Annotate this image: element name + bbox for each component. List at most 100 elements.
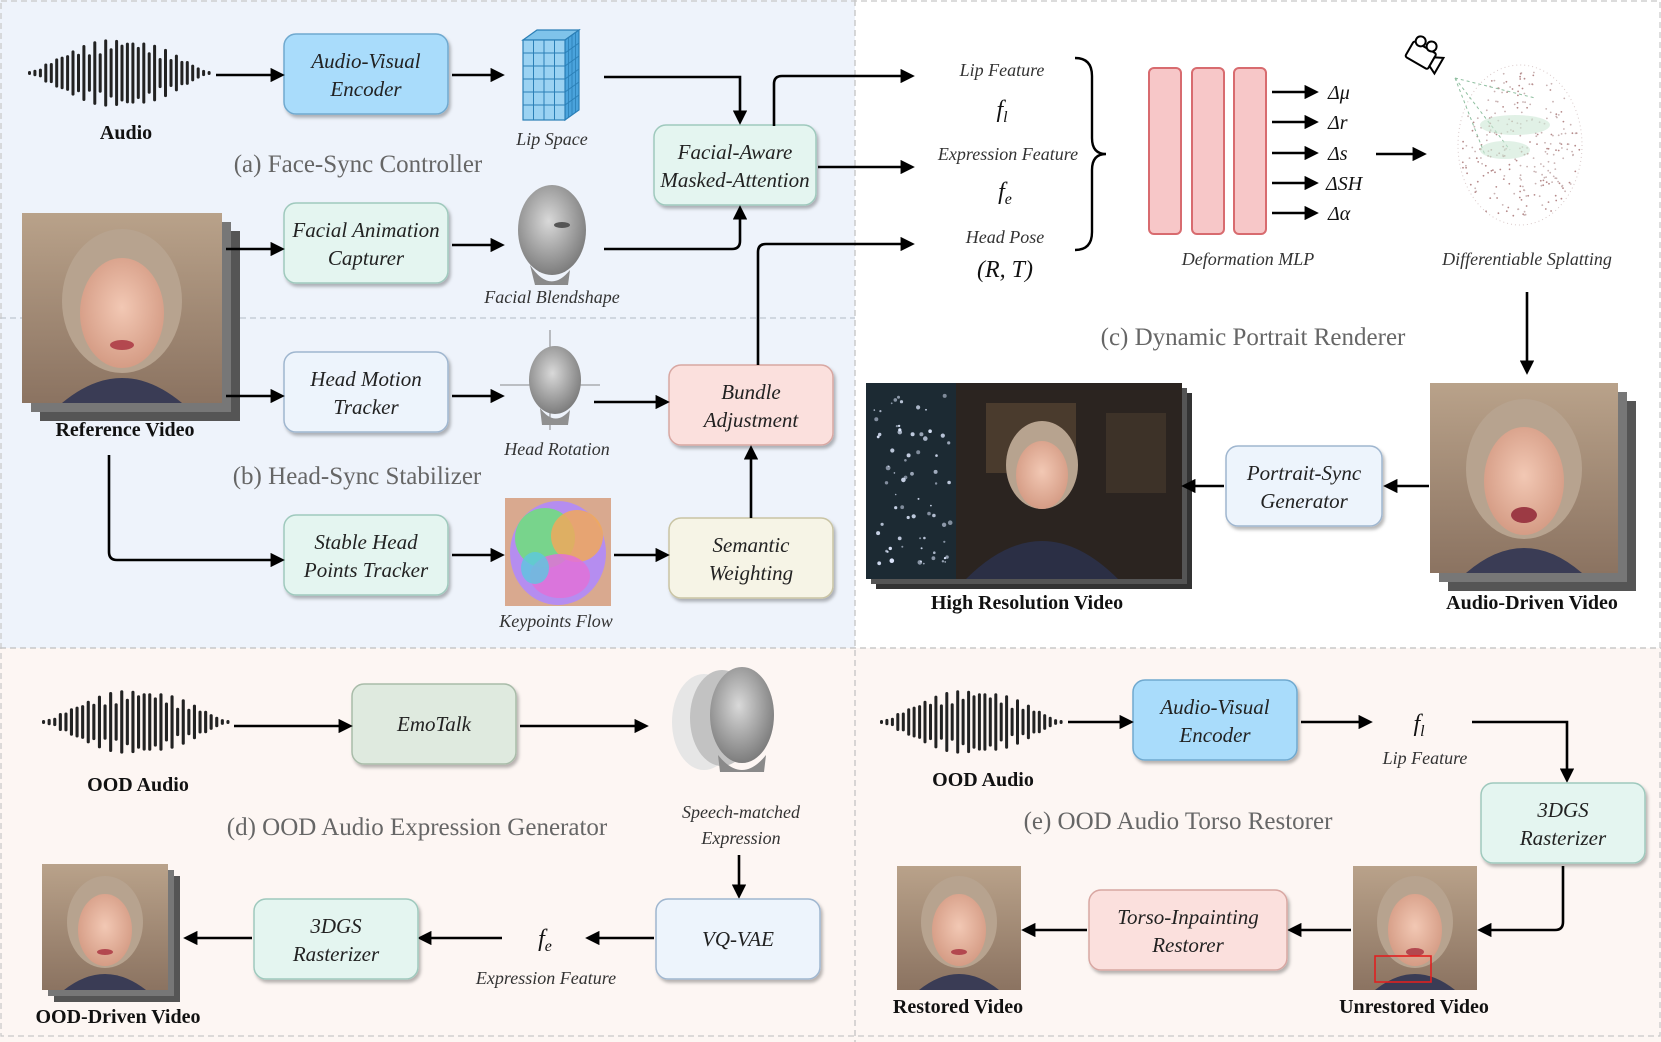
rasterizer-d-line2: Rasterizer [292,942,380,966]
delta-alpha: Δα [1327,203,1351,225]
delta-r: Δr [1327,112,1348,134]
rasterizer-d-line1: 3DGS [309,914,362,938]
bundle-adjustment-box[interactable]: Bundle Adjustment [668,364,834,446]
differentiable-splatting-icon [1404,35,1583,226]
rasterizer-e-box[interactable]: 3DGS Rasterizer [1480,782,1646,864]
stable-tracker-line1: Stable Head [314,530,418,554]
facial-capturer-line2: Capturer [328,246,405,270]
audio-visual-encoder-line2: Encoder [329,77,402,101]
high-res-video-label: High Resolution Video [931,592,1123,614]
head-tracker-line1: Head Motion [309,367,421,391]
lip-space-label: Lip Space [515,129,588,149]
unrestored-video-label: Unrestored Video [1339,996,1489,1018]
facial-capturer-line1: Facial Animation [291,218,439,242]
semantic-line1: Semantic [713,533,791,557]
emotalk-box[interactable]: EmoTalk [351,683,517,765]
ood-audio-label-d: OOD Audio [87,774,189,796]
vqvae-label: VQ-VAE [702,927,774,951]
head-pose-label: Head Pose [965,227,1044,247]
rasterizer-e-line1: 3DGS [1536,798,1589,822]
torso-restorer-line1: Torso-Inpainting [1117,905,1259,929]
semantic-weighting-box[interactable]: Semantic Weighting [668,517,834,599]
portrait-sync-line2: Generator [1260,489,1348,513]
feature-brace [1074,56,1107,252]
ood-driven-video-label: OOD-Driven Video [36,1006,201,1028]
arrows-ab [107,67,915,568]
audio-driven-video-thumbnail [1430,383,1636,591]
ood-audio-waveform-icon-e [880,690,1063,754]
f-l-symbol: fl [996,97,1008,126]
head-motion-tracker-box[interactable]: Head Motion Tracker [283,351,449,433]
head-tracker-line2: Tracker [333,395,399,419]
keypoints-flow-image [505,498,611,606]
ood-driven-video-thumbnail [42,864,180,1002]
delta-sh: ΔSH [1325,173,1364,195]
f-e-symbol: fe [998,179,1012,208]
head-rotation-label: Head Rotation [503,439,610,459]
semantic-line2: Weighting [709,561,793,585]
f-e-symbol-d: fe [538,926,552,955]
audio-visual-encoder-line1: Audio-Visual [309,49,420,73]
speech-matched-line1: Speech-matched [682,802,801,822]
lip-feature-label-e: Lip Feature [1382,748,1468,768]
section-d-title: (d) OOD Audio Expression Generator [227,814,608,841]
torso-mask-box [1374,955,1432,983]
delta-mu: Δμ [1327,82,1350,104]
audio-label: Audio [100,122,152,144]
audio-driven-video-label: Audio-Driven Video [1446,592,1618,614]
section-b-title: (b) Head-Sync Stabilizer [233,463,482,490]
bundle-line1: Bundle [721,380,780,404]
masked-attention-line1: Facial-Aware [677,140,793,164]
differentiable-splatting-label: Differentiable Splatting [1441,249,1612,269]
deformation-mlp [1148,67,1267,235]
section-c-title: (c) Dynamic Portrait Renderer [1101,324,1406,351]
masked-attention-box[interactable]: Facial-Aware Masked-Attention [653,124,817,206]
emotalk-label: EmoTalk [396,712,472,736]
ood-audio-waveform-icon-d [42,690,230,754]
expression-feature-label: Expression Feature [937,144,1078,164]
torso-restorer-line2: Restorer [1151,933,1224,957]
restored-video-thumbnail [897,866,1021,990]
masked-attention-line2: Masked-Attention [659,168,809,192]
camera-icon [1404,35,1446,76]
keypoints-flow-label: Keypoints Flow [498,611,613,631]
deformation-mlp-label: Deformation MLP [1181,249,1315,269]
speech-matched-expression-heads-icon [672,667,774,772]
av-encoder-e-line1: Audio-Visual [1158,695,1269,719]
reference-video-label: Reference Video [55,419,194,441]
av-encoder-e-line2: Encoder [1178,723,1251,747]
arrow-fl-to-rasterizer [1472,720,1575,783]
audio-visual-encoder-box[interactable]: Audio-Visual Encoder [283,33,449,115]
torso-inpainting-restorer-box[interactable]: Torso-Inpainting Restorer [1088,889,1288,971]
vqvae-box[interactable]: VQ-VAE [655,898,821,980]
facial-animation-capturer-box[interactable]: Facial Animation Capturer [283,202,449,284]
restored-video-label: Restored Video [893,996,1023,1018]
lip-space-cube-icon [521,28,581,122]
section-a-title: (a) Face-Sync Controller [234,151,483,178]
ood-audio-label-e: OOD Audio [932,769,1034,791]
delta-outputs: Δμ Δr Δs ΔSH Δα [1272,82,1427,225]
audio-visual-encoder-e-box[interactable]: Audio-Visual Encoder [1132,679,1298,761]
stable-tracker-line2: Points Tracker [303,558,429,582]
f-l-symbol-e: fl [1413,711,1425,740]
audio-waveform-icon [28,39,211,107]
reference-video-thumbnail [22,213,240,421]
portrait-sync-generator-box[interactable]: Portrait-Sync Generator [1225,445,1383,527]
unrestored-video-thumbnail [1353,866,1477,990]
rasterizer-e-line2: Rasterizer [1519,826,1607,850]
speech-matched-line2: Expression [700,828,780,848]
section-e-title: (e) OOD Audio Torso Restorer [1024,808,1334,835]
bundle-line2: Adjustment [702,408,800,432]
lip-feature-label: Lip Feature [959,60,1045,80]
head-rotation-icon [500,330,600,430]
head-pose-symbol: (R, T) [977,257,1033,283]
expression-feature-label-d: Expression Feature [475,968,616,988]
facial-blendshape-label: Facial Blendshape [483,287,619,307]
rasterizer-d-box[interactable]: 3DGS Rasterizer [253,898,419,980]
high-resolution-video-thumbnail [866,383,1192,589]
facial-blendshape-head-icon [518,185,586,285]
stable-head-points-tracker-box[interactable]: Stable Head Points Tracker [283,514,449,596]
